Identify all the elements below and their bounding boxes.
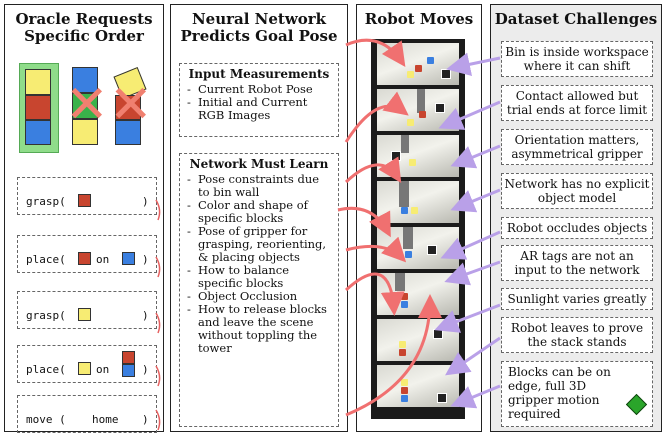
challenge-item: Robot leaves to prove the stack stands [501,317,653,353]
challenge-item: AR tags are not an input to the network [501,245,653,281]
robot-frame-5 [377,227,459,269]
learn-heading: Network Must Learn [189,157,329,171]
input-item: Current Robot Pose [187,83,332,97]
blue-block-icon [122,252,135,265]
command-place-red-on-blue: place( on ) [17,235,157,273]
command-grasp-yellow: grasp( ) [17,291,157,329]
learn-item: How to balance specific blocks [187,264,332,290]
challenge-item: Robot occludes objects [501,217,653,239]
wrong1-green-block [72,93,98,119]
wrong2-red-block [115,95,141,120]
stack-yellow-block [25,69,51,95]
learn-item: How to release blocks and leave the scen… [187,303,332,355]
wrong-stack-1: ✕ [65,67,109,147]
robot-frame-4 [377,181,459,223]
learn-item: Pose of gripper for grasping, reorientin… [187,225,332,264]
command-move-home: move ( home ) [17,395,157,433]
red-block-icon [78,194,91,207]
challenges-panel: Dataset Challenges Bin is inside workspa… [490,4,662,432]
challenges-title: Dataset Challenges [494,10,658,28]
stack-red-block [25,95,51,120]
blue-block-icon [122,364,135,377]
cross-icon: ✕ [109,75,153,135]
stack-blue-block [25,120,51,145]
challenge-item: Sunlight varies greatly [501,288,653,310]
input-measurements-box: Input Measurements Current Robot Pose In… [179,63,339,137]
robot-frame-2 [377,89,459,131]
input-heading: Input Measurements [188,67,330,81]
wrong2-blue-block [115,120,141,145]
wrong-stack-2: ✕ [109,67,153,147]
challenge-item: Network has no explicit object model [501,173,653,209]
correct-stack [19,63,59,153]
wrong1-yellow-block [72,119,98,145]
learn-item: Pose constraints due to bin wall [187,173,332,199]
oracle-panel: Oracle Requests Specific Order ✕ ✕ grasp… [4,4,164,433]
learn-item: Object Occlusion [187,290,332,304]
command-grasp-red: grasp( ) [17,177,157,215]
robot-frame-7 [377,319,459,361]
network-must-learn-box: Network Must Learn Pose constraints due … [179,153,339,427]
challenge-item: Contact allowed but trial ends at force … [501,85,653,121]
input-item: Initial and Current RGB Images [187,96,332,122]
wrong1-blue-block [72,67,98,93]
robot-title: Robot Moves [364,10,474,28]
command-place-yellow-on-stack: place( on ) [17,345,157,383]
challenge-item-last: Blocks can be on edge, full 3D gripper m… [501,361,653,427]
yellow-block-icon [78,362,91,375]
red-block-icon [78,252,91,265]
challenge-item: Bin is inside workspace where it can shi… [501,41,653,77]
robot-panel: Robot Moves [356,4,482,432]
robot-frame-8 [377,365,459,407]
yellow-block-icon [78,308,91,321]
robot-frame-1 [377,43,459,85]
network-title: Neural Network Predicts Goal Pose [180,10,338,45]
network-panel: Neural Network Predicts Goal Pose Input … [170,4,348,432]
red-block-icon [122,351,135,364]
robot-frame-6 [377,273,459,315]
robot-frames-strip [371,39,465,419]
oracle-title: Oracle Requests Specific Order [15,10,153,45]
challenge-item: Orientation matters, asymmetrical grippe… [501,129,653,165]
cross-icon: ✕ [65,75,109,135]
robot-frame-3 [377,135,459,177]
learn-item: Color and shape of specific blocks [187,199,332,225]
